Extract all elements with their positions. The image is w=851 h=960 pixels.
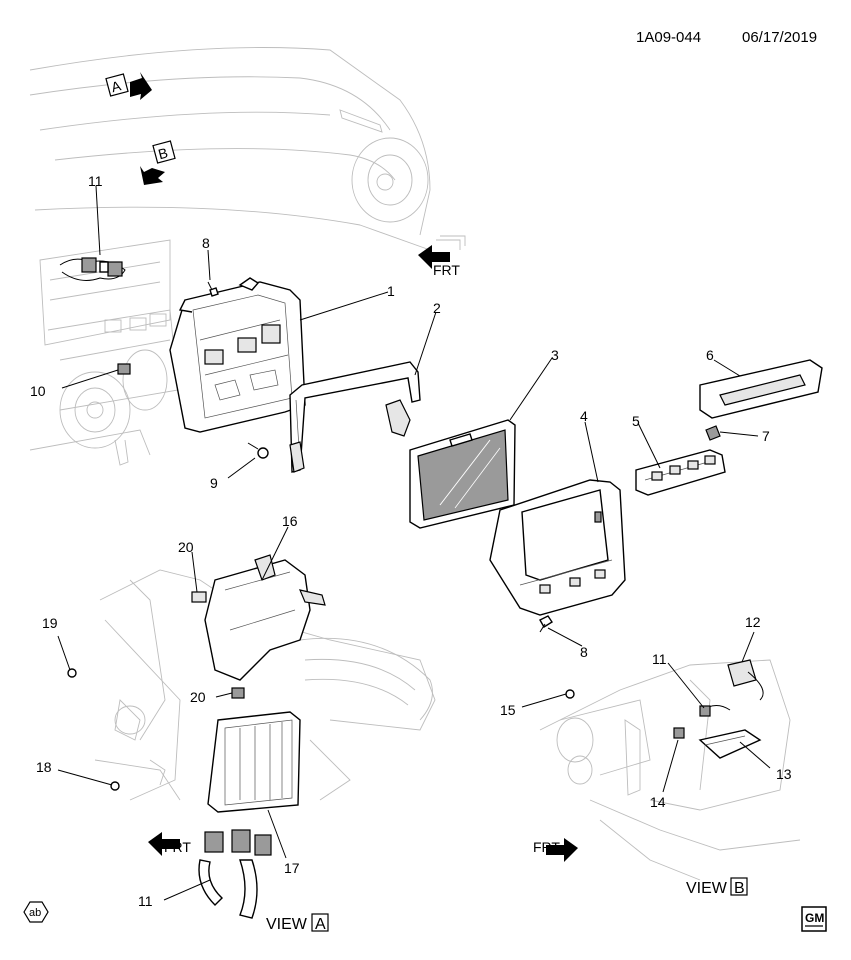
- part-8-screw-lower[interactable]: [539, 615, 553, 633]
- part-20-clip-upper[interactable]: [191, 591, 207, 603]
- part-18-screw[interactable]: [110, 781, 120, 791]
- svg-text:A: A: [315, 916, 326, 933]
- part-8-screw-upper[interactable]: [207, 281, 219, 297]
- view-a-label: VIEW A: [266, 913, 329, 933]
- part-1-display-bracket[interactable]: [59, 277, 306, 433]
- part-12-connector[interactable]: [727, 659, 764, 701]
- part-14-nut[interactable]: [673, 727, 685, 739]
- frt-arrow-icon: FRT: [418, 235, 466, 278]
- view-a-scene: [94, 569, 436, 801]
- callout-11-lower[interactable]: 11: [138, 893, 153, 909]
- ab-badge-icon: ab: [23, 901, 49, 923]
- part-9-screw[interactable]: [247, 442, 269, 459]
- svg-text:B: B: [156, 144, 169, 162]
- header: 1A09-044 06/17/2019: [636, 29, 817, 46]
- view-b-label: VIEW B: [686, 877, 748, 897]
- svg-text:ab: ab: [29, 907, 41, 919]
- callout-4[interactable]: 4: [580, 408, 588, 424]
- view-b-marker: B: [140, 140, 176, 185]
- callout-20-upper[interactable]: 20: [178, 539, 194, 555]
- svg-text:VIEW: VIEW: [686, 880, 728, 897]
- callout-18[interactable]: 18: [36, 759, 52, 775]
- part-11-harness-lower[interactable]: [198, 829, 272, 919]
- frt-arrow-icon: FRT: [533, 838, 578, 862]
- part-20-clip-lower[interactable]: [231, 687, 245, 699]
- callout-3[interactable]: 3: [551, 347, 559, 363]
- callout-10[interactable]: 10: [30, 383, 46, 399]
- part-7-connector[interactable]: [705, 425, 721, 441]
- part-10-clip[interactable]: [117, 363, 131, 375]
- callout-14[interactable]: 14: [650, 794, 666, 810]
- callout-1[interactable]: 1: [387, 283, 395, 299]
- frt-arrow-icon: FRT: [148, 832, 191, 856]
- view-a-marker: A: [105, 72, 152, 100]
- part-11-harness-upper[interactable]: [59, 257, 126, 281]
- part-17-control-module[interactable]: [207, 711, 301, 813]
- callout-8-upper[interactable]: 8: [202, 235, 210, 251]
- part-6-trim-bar[interactable]: [699, 359, 823, 419]
- callout-7[interactable]: 7: [762, 428, 770, 444]
- part-15-screw[interactable]: [565, 689, 575, 699]
- svg-text:GM: GM: [805, 911, 824, 925]
- part-19-screw[interactable]: [67, 668, 77, 678]
- diagram-date: 06/17/2019: [742, 29, 817, 46]
- part-3-display-screen[interactable]: [409, 419, 516, 529]
- callout-19[interactable]: 19: [42, 615, 58, 631]
- gm-logo-icon: GM: [801, 906, 827, 932]
- leader-lines: [57, 185, 771, 901]
- svg-text:VIEW: VIEW: [266, 916, 308, 933]
- callout-8-lower[interactable]: 8: [580, 644, 588, 660]
- callout-9[interactable]: 9: [210, 475, 218, 491]
- part-11-harness-right[interactable]: [699, 705, 731, 717]
- callout-2[interactable]: 2: [433, 300, 441, 316]
- svg-text:FRT: FRT: [164, 839, 191, 855]
- part-4-outer-bezel[interactable]: [489, 479, 626, 616]
- callout-11-upper[interactable]: 11: [88, 173, 103, 189]
- callout-5[interactable]: 5: [632, 413, 640, 429]
- view-b-scene: [539, 659, 801, 881]
- callout-16[interactable]: 16: [282, 513, 298, 529]
- callout-12[interactable]: 12: [745, 614, 761, 630]
- diagram-code: 1A09-044: [636, 29, 701, 46]
- callout-20-lower[interactable]: 20: [190, 689, 206, 705]
- part-2-bezel-trim[interactable]: [289, 361, 421, 473]
- part-13-bracket[interactable]: [698, 729, 762, 759]
- callout-13[interactable]: 13: [776, 766, 792, 782]
- callout-15[interactable]: 15: [500, 702, 516, 718]
- svg-text:B: B: [734, 880, 745, 897]
- callout-6[interactable]: 6: [706, 347, 714, 363]
- part-16-mounting-bracket[interactable]: [204, 554, 326, 681]
- callouts: 1 2 3 4 5 6 7 8 8 9 10 11 11 11 12 13 14…: [30, 173, 792, 909]
- svg-text:FRT: FRT: [533, 839, 560, 855]
- callout-17[interactable]: 17: [284, 860, 300, 876]
- svg-text:FRT: FRT: [433, 262, 460, 278]
- part-5-control-switch-panel[interactable]: [635, 449, 726, 496]
- callout-11-right[interactable]: 11: [652, 651, 667, 667]
